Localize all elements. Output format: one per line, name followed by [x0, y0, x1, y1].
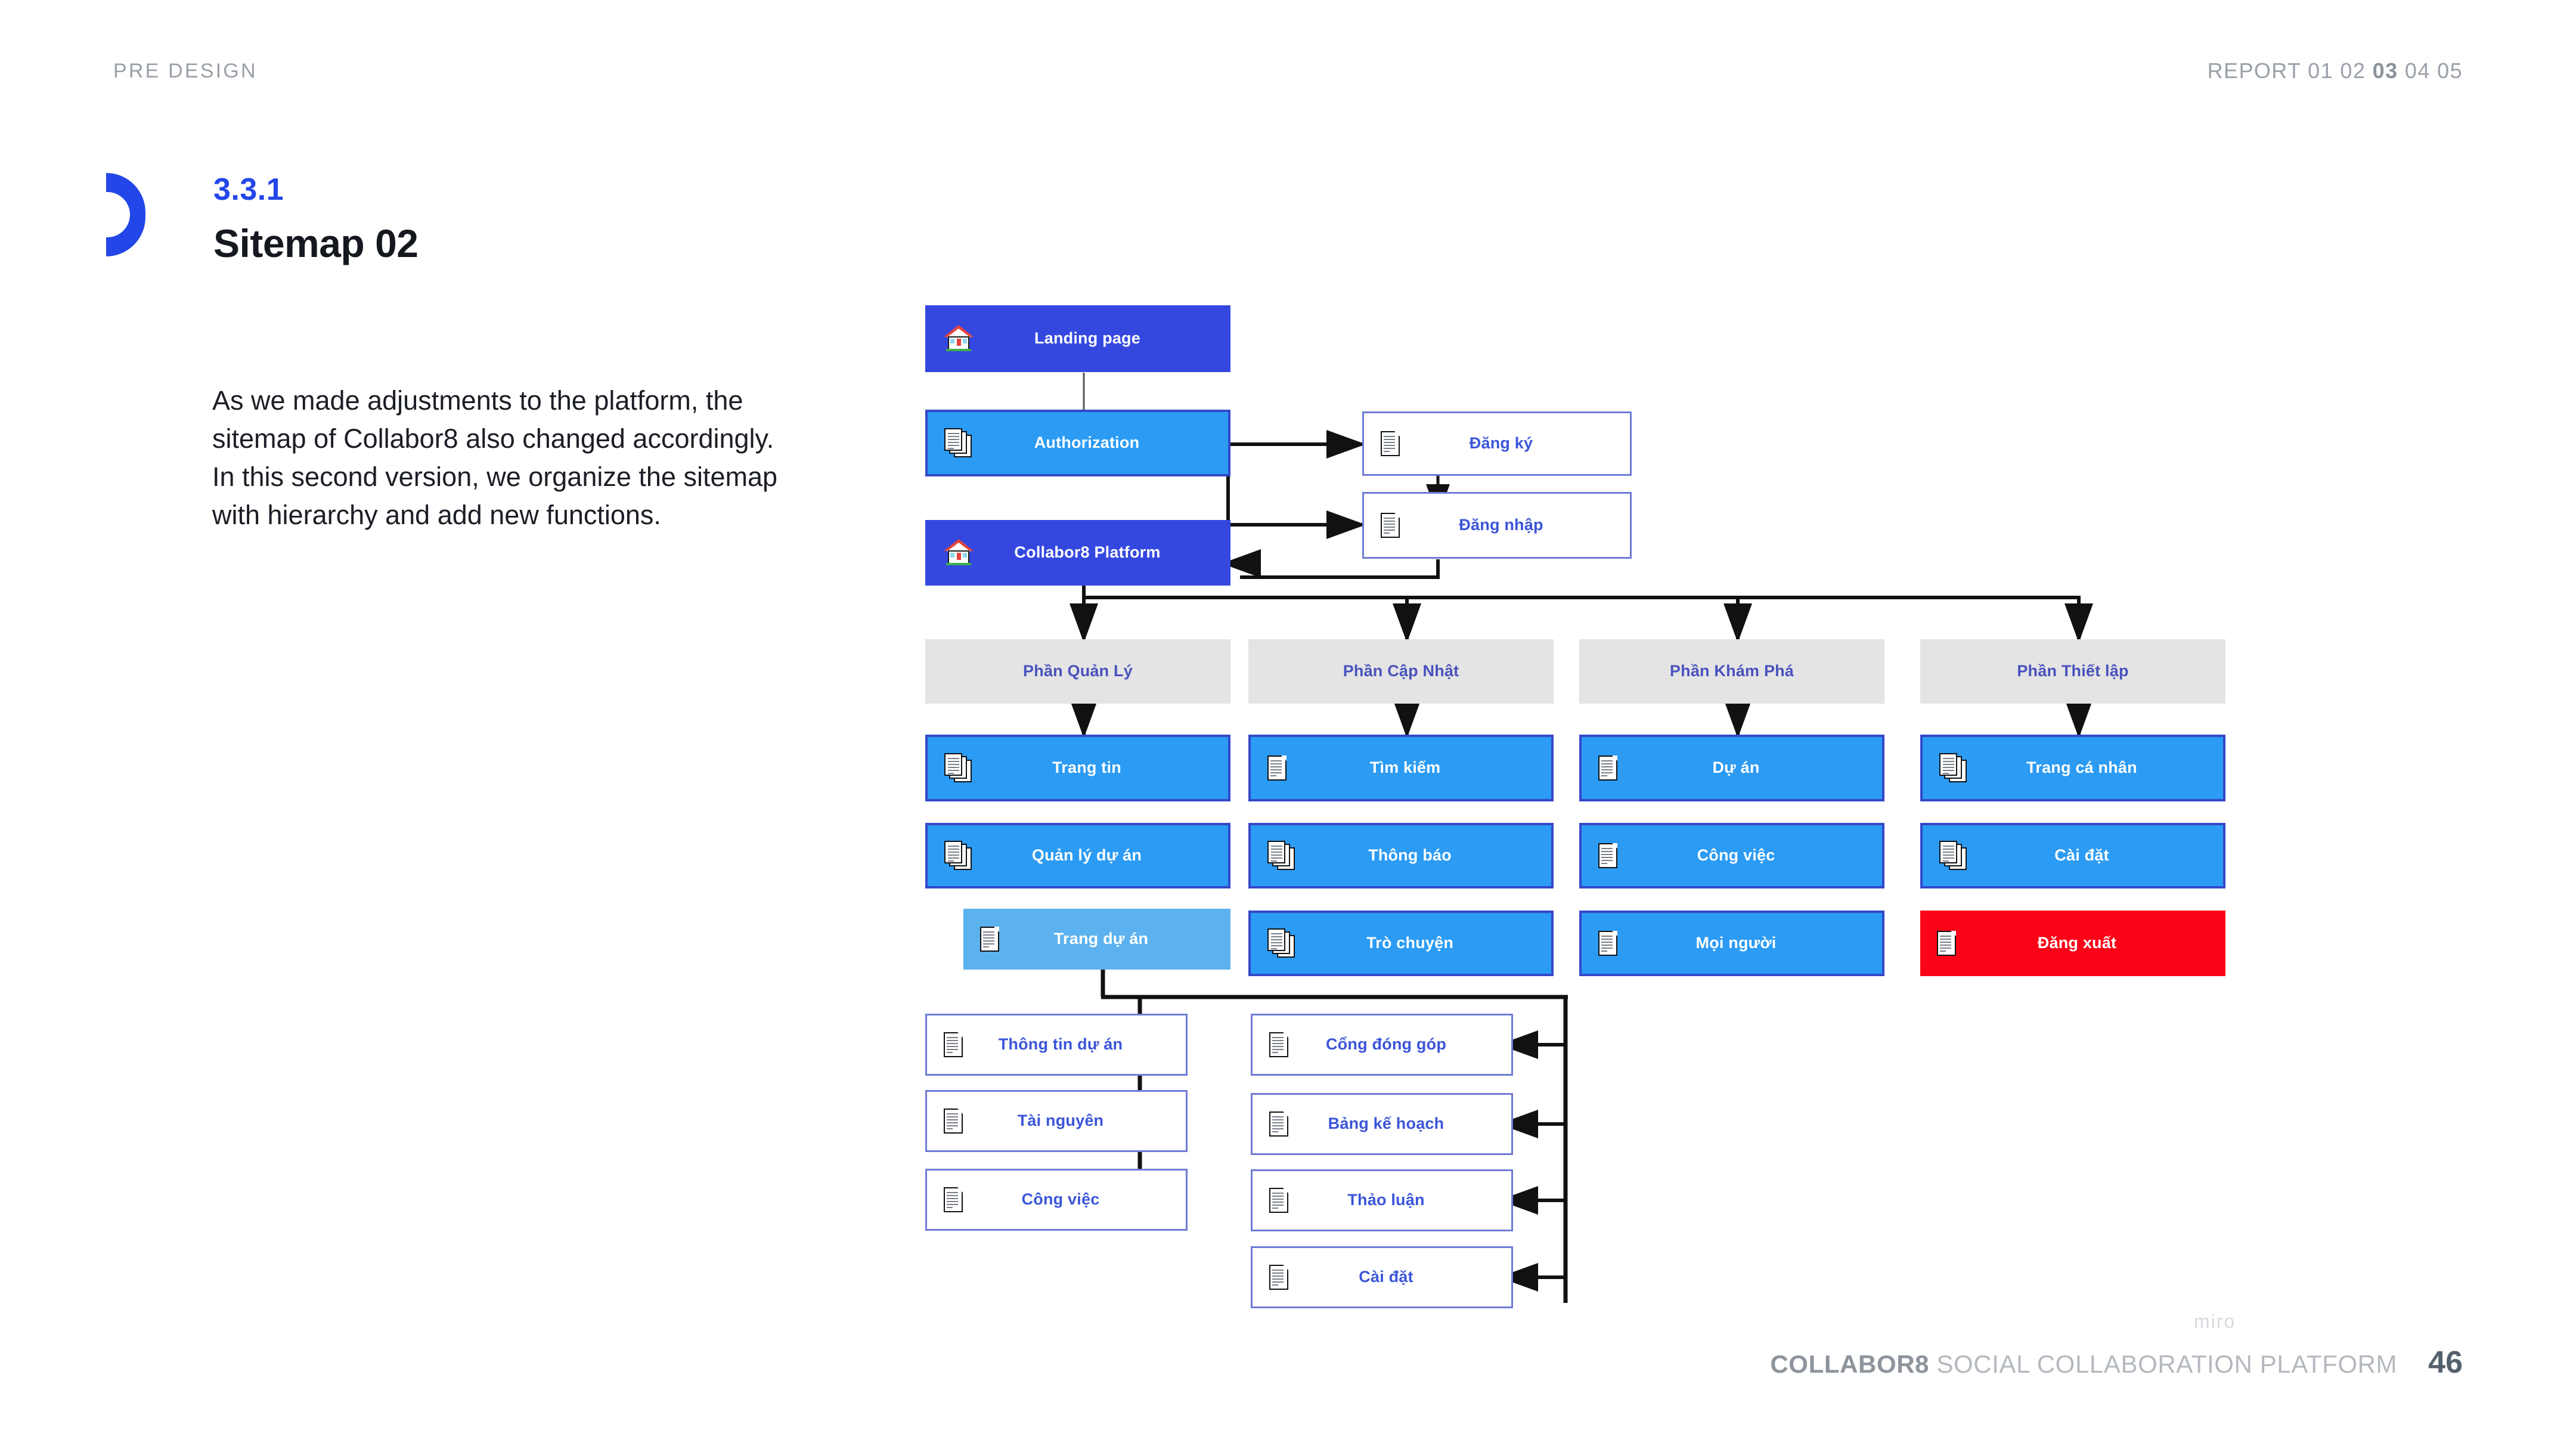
document-icon — [1269, 1111, 1288, 1137]
node-label: Đăng xuất — [2037, 934, 2117, 952]
node-label: Trang cá nhân — [2026, 758, 2137, 777]
node-tai-nguyen[interactable]: Tài nguyên — [925, 1090, 1188, 1152]
node-trang-ca-nhan[interactable]: Trang cá nhân — [1920, 735, 2225, 801]
node-label: Công việc — [1021, 1190, 1100, 1209]
node-thong-bao[interactable]: Thông báo — [1248, 823, 1554, 888]
node-authorization[interactable]: Authorization — [925, 410, 1230, 476]
node-label: Trang dự án — [1053, 930, 1149, 948]
document-icon — [944, 1187, 963, 1212]
node-tro-chuyen[interactable]: Trò chuyện — [1248, 911, 1554, 976]
document-icon — [944, 1109, 963, 1134]
node-thong-tin-du-an[interactable]: Thông tin dự án — [925, 1014, 1188, 1076]
node-quan-ly-du-an[interactable]: Quản lý dự án — [925, 823, 1230, 888]
node-label: Tài nguyên — [1017, 1111, 1104, 1130]
documents-stack-icon — [944, 841, 973, 871]
node-label: Cổng đóng góp — [1325, 1035, 1447, 1054]
node-cong-viec[interactable]: Công việc — [1579, 823, 1884, 888]
node-label: Đăng ký — [1469, 434, 1533, 453]
node-label: Dự án — [1712, 758, 1760, 777]
node-trang-tin[interactable]: Trang tin — [925, 735, 1230, 801]
node-label: Landing page — [1034, 329, 1140, 348]
node-trang-du-an[interactable]: Trang dự án — [963, 909, 1230, 970]
page-title: Sitemap 02 — [213, 221, 419, 265]
section-header-quan-ly[interactable]: Phần Quản Lý — [925, 639, 1230, 704]
node-bang-ke-hoach[interactable]: Bảng kế hoạch — [1251, 1093, 1513, 1155]
document-icon — [1598, 843, 1617, 868]
house-icon — [944, 539, 974, 566]
document-icon — [980, 927, 999, 952]
section-number: 3.3.1 — [213, 172, 284, 207]
document-icon — [1598, 931, 1617, 956]
node-collabor8-platform[interactable]: Collabor8 Platform — [925, 520, 1230, 586]
node-label: Tìm kiếm — [1369, 758, 1441, 777]
document-icon — [1598, 756, 1617, 781]
document-icon — [944, 1032, 963, 1057]
node-label: Công việc — [1697, 846, 1775, 865]
report-pager-prefix: REPORT 01 02 — [2207, 58, 2373, 83]
node-label: Trò chuyện — [1366, 934, 1454, 952]
document-icon — [1269, 1032, 1288, 1057]
document-icon — [1269, 1188, 1288, 1213]
node-label: Collabor8 Platform — [1014, 543, 1161, 562]
section-label: Phần Thiết lập — [2017, 662, 2129, 680]
node-cai-dat[interactable]: Cài đặt — [1920, 823, 2225, 888]
header-report-pager: REPORT 01 02 03 04 05 — [2208, 58, 2463, 83]
document-icon — [1269, 1265, 1288, 1290]
documents-stack-icon — [944, 753, 973, 783]
miro-watermark: miro — [2194, 1311, 2236, 1332]
documents-stack-icon — [944, 428, 973, 458]
footer: COLLABOR8 SOCIAL COLLABORATION PLATFORM … — [1770, 1345, 2463, 1380]
report-pager-current: 03 — [2372, 58, 2398, 83]
node-label: Mọi người — [1695, 934, 1777, 952]
documents-stack-icon — [1939, 841, 1968, 871]
node-moi-nguoi[interactable]: Mọi người — [1579, 911, 1884, 976]
node-label: Bảng kế hoạch — [1328, 1114, 1444, 1133]
body-paragraph: As we made adjustments to the platform, … — [212, 385, 778, 530]
section-label: Phần Quản Lý — [1023, 662, 1133, 680]
node-label: Thảo luận — [1347, 1191, 1425, 1209]
node-dang-ky[interactable]: Đăng ký — [1362, 411, 1632, 476]
node-tim-kiem[interactable]: Tìm kiếm — [1248, 735, 1554, 801]
header-left-label: PRE DESIGN — [113, 60, 258, 82]
node-label: Authorization — [1034, 434, 1140, 452]
documents-stack-icon — [1267, 928, 1296, 958]
section-header-kham-pha[interactable]: Phần Khám Phá — [1579, 639, 1884, 704]
node-label: Cài đặt — [2054, 846, 2109, 865]
node-dang-nhap[interactable]: Đăng nhập — [1362, 492, 1632, 559]
section-label: Phần Khám Phá — [1669, 662, 1794, 680]
node-du-an[interactable]: Dự án — [1579, 735, 1884, 801]
footer-brand-line: COLLABOR8 SOCIAL COLLABORATION PLATFORM — [1770, 1350, 2397, 1379]
documents-stack-icon — [1939, 753, 1968, 783]
node-label: Quản lý dự án — [1031, 846, 1142, 865]
section-header-cap-nhat[interactable]: Phần Cập Nhật — [1248, 639, 1554, 704]
documents-stack-icon — [1267, 841, 1296, 871]
node-cong-viec-child[interactable]: Công việc — [925, 1169, 1188, 1231]
section-label: Phần Cập Nhật — [1343, 662, 1459, 680]
node-label: Thông báo — [1368, 846, 1452, 865]
node-dang-xuat[interactable]: Đăng xuất — [1920, 911, 2225, 976]
document-icon — [1937, 931, 1956, 956]
footer-brand: COLLABOR8 — [1770, 1350, 1930, 1378]
house-icon — [944, 325, 974, 352]
node-label: Trang tin — [1052, 758, 1121, 777]
node-label: Đăng nhập — [1459, 516, 1543, 534]
document-icon — [1381, 431, 1400, 456]
node-landing-page[interactable]: Landing page — [925, 305, 1230, 372]
node-thao-luan[interactable]: Thảo luận — [1251, 1169, 1513, 1231]
node-label: Cài đặt — [1359, 1268, 1413, 1286]
node-cong-dong-gop[interactable]: Cổng đóng góp — [1251, 1014, 1513, 1076]
document-icon — [1267, 756, 1287, 781]
report-pager-suffix: 04 05 — [2398, 58, 2463, 83]
node-cai-dat-child[interactable]: Cài đặt — [1251, 1246, 1513, 1308]
document-icon — [1381, 513, 1400, 538]
page-number: 46 — [2428, 1345, 2463, 1380]
section-header-thiet-lap[interactable]: Phần Thiết lập — [1920, 639, 2225, 704]
footer-tagline: SOCIAL COLLABORATION PLATFORM — [1929, 1350, 2398, 1378]
node-label: Thông tin dự án — [998, 1035, 1123, 1054]
